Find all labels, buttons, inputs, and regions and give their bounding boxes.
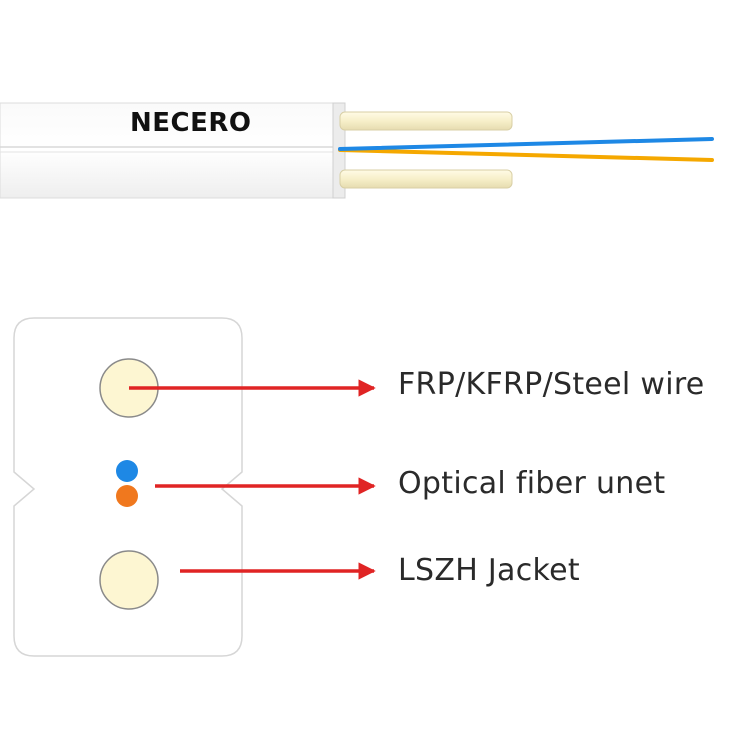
strength-member-rod-bottom (339, 169, 513, 189)
cable-side-view (0, 102, 714, 199)
optical-fiber-orange (338, 148, 714, 162)
brand-logo: NECERO (130, 108, 252, 138)
strength-member-bottom (99, 550, 159, 610)
optical-fiber-orange-dot (116, 485, 138, 507)
cable-cross-section (13, 317, 376, 657)
callout-label-fiber: Optical fiber unet (398, 466, 666, 501)
callout-label-jacket: LSZH Jacket (398, 553, 580, 588)
callout-label-frp: FRP/KFRP/Steel wire (398, 367, 705, 402)
optical-fiber-blue (338, 137, 714, 151)
cable-jacket (0, 102, 346, 199)
strength-member-rod-top (339, 111, 513, 131)
optical-fiber-blue-dot (116, 460, 138, 482)
